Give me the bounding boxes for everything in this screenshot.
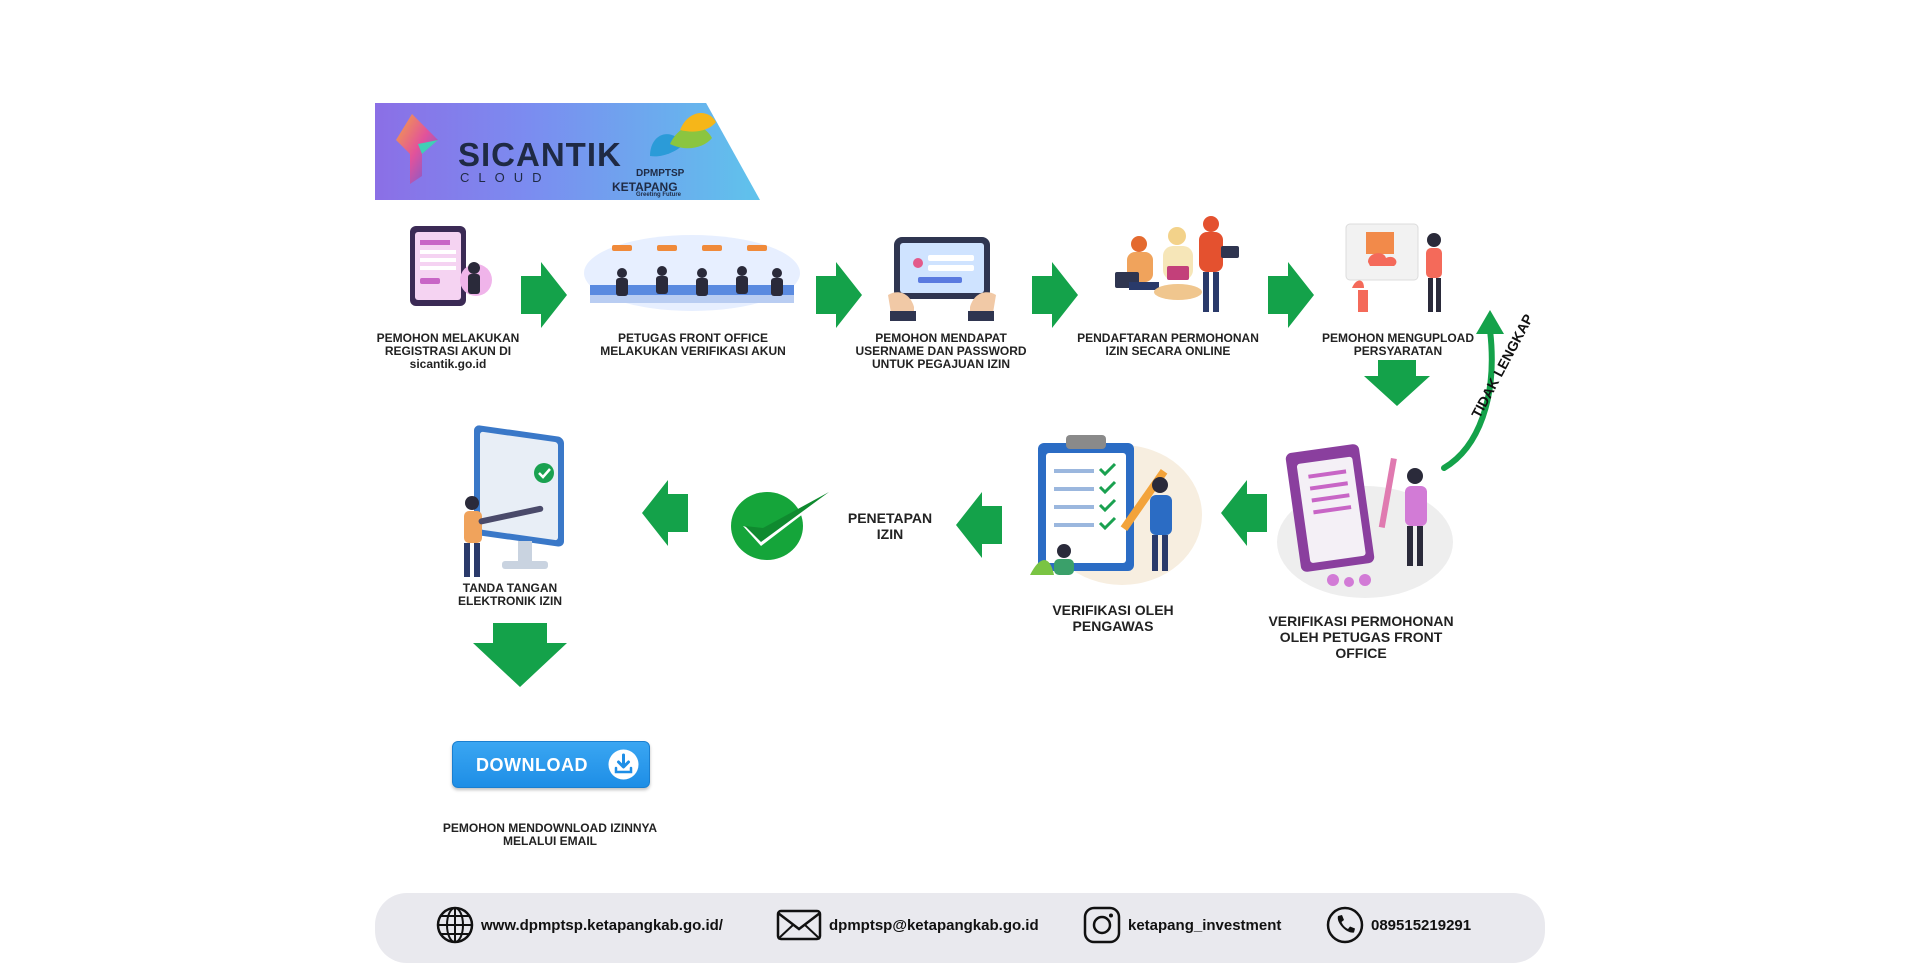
arrow-right-1 [521,262,567,328]
step1-caption: PEMOHON MELAKUKAN REGISTRASI AKUN DI sic… [376,331,520,371]
tablet-login-illustration [888,237,996,321]
phone-item[interactable]: 089515219291 [1325,905,1471,945]
step8-caption: PENETAPAN IZIN [847,510,933,542]
arrow-left-1 [1221,480,1267,546]
website-item[interactable]: www.dpmptsp.ketapangkab.go.id/ [435,905,723,945]
website-text: www.dpmptsp.ketapangkab.go.id/ [481,916,723,934]
download-label: DOWNLOAD [476,755,588,775]
arrow-left-3 [642,480,688,546]
org-line3: Greeting Future [636,192,682,198]
sicantik-logo-icon [396,114,438,184]
arrow-right-2 [816,262,862,328]
step5-caption: PEMOHON MENGUPLOAD PERSYARATAN [1321,331,1474,358]
email-text: dpmptsp@ketapangkab.go.id [829,916,1039,934]
arrow-left-2 [956,492,1002,558]
instagram-item[interactable]: ketapang_investment [1082,905,1281,945]
checkmark-icon [731,488,837,560]
download-icon [608,749,639,780]
upload-illustration [1345,223,1442,312]
step10-caption: PEMOHON MENDOWNLOAD IZINNYA MELALUI EMAI… [442,821,658,848]
supervisor-verification-illustration [1030,435,1202,585]
arrow-down-1 [1364,360,1430,406]
e-signature-illustration [464,425,564,577]
dpmptsp-logo-icon [650,112,716,157]
instagram-icon [1083,906,1121,944]
instagram-text: ketapang_investment [1128,916,1282,934]
phone-text: 089515219291 [1371,916,1472,934]
org-line1: DPMPTSP [636,168,685,179]
registration-illustration [410,226,492,306]
arrow-down-2 [473,623,567,687]
fo-verification-illustration [1277,444,1453,598]
globe-icon [436,906,474,944]
phone-icon [1326,906,1364,944]
step6-caption: VERIFIKASI PERMOHONAN OLEH PETUGAS FRONT… [1268,613,1454,661]
arrow-right-3 [1032,262,1078,328]
step9-caption: TANDA TANGAN ELEKTRONIK IZIN [458,581,562,608]
online-registration-illustration [1115,216,1239,312]
mail-icon [776,909,822,941]
download-button[interactable]: DOWNLOAD [452,741,650,788]
brand-sub: CLOUD [460,170,551,185]
step7-caption: VERIFIKASI OLEH PENGAWAS [1052,602,1174,634]
step3-caption: PEMOHON MENDAPAT USERNAME DAN PASSWORD U… [855,331,1027,371]
step2-caption: PETUGAS FRONT OFFICE MELAKUKAN VERIFIKAS… [600,331,786,358]
step4-caption: PENDAFTARAN PERMOHONAN IZIN SECARA ONLIN… [1077,331,1259,358]
org-line2: KETAPANG [612,180,678,194]
arrow-right-4 [1268,262,1314,328]
return-arrow [1441,310,1504,471]
email-item[interactable]: dpmptsp@ketapangkab.go.id [775,905,1039,945]
front-office-illustration [584,235,800,311]
brand-name: SICANTIK [458,136,622,173]
